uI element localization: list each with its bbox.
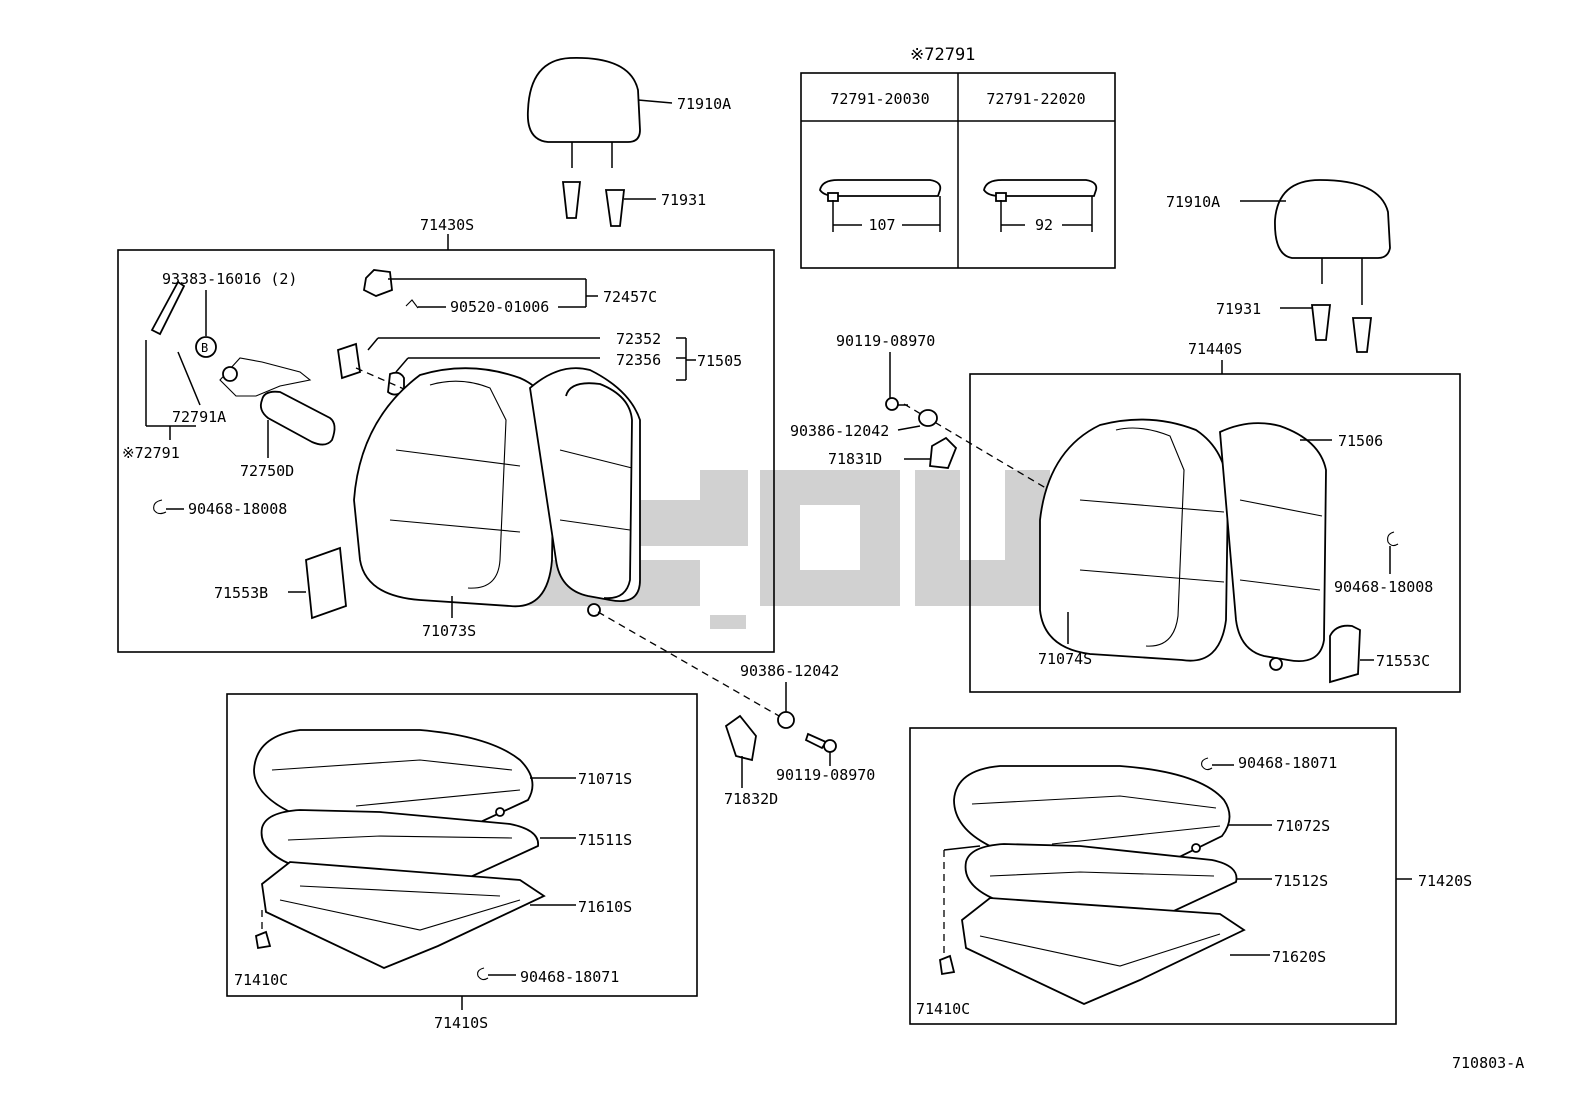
headrest-left: 71910A xyxy=(526,57,731,168)
label-72750d: 72750D xyxy=(240,462,294,480)
label-clip-lower-right: 90468-18071 xyxy=(1238,754,1337,772)
label-bush-upper: 90386-12042 xyxy=(790,422,889,440)
label-headrest-right: 71910A xyxy=(1166,193,1220,211)
label-support-left: 71931 xyxy=(661,191,706,209)
label-72352: 72352 xyxy=(616,330,661,348)
label-71620s: 71620S xyxy=(1272,948,1326,966)
label-72457c: 72457C xyxy=(603,288,657,306)
label-71610s: 71610S xyxy=(578,898,632,916)
label-bolt-b: 93383-16016 (2) xyxy=(162,270,297,288)
label-note-72791: ※72791 xyxy=(122,444,180,462)
label-71512s: 71512S xyxy=(1274,872,1328,890)
label-71832d: 71832D xyxy=(724,790,778,808)
back-left-assembly: 71430S 93383-16016 (2) B 72791A ※72791 7… xyxy=(117,216,775,653)
label-bush-lower: 90386-12042 xyxy=(740,662,839,680)
label-71410c-left: 71410C xyxy=(234,971,288,989)
b-mark: B xyxy=(201,341,208,355)
label-90520: 90520-01006 xyxy=(450,298,549,316)
cushion-left-assembly: 71071S 71511S 71610S 71410C 90468-18071 … xyxy=(226,693,698,1032)
upper-hardware: 90119-08970 90386-12042 71831D xyxy=(790,332,958,469)
label-support-right: 71931 xyxy=(1216,300,1261,318)
label-71553c: 71553C xyxy=(1376,652,1430,670)
support-left: 71931 xyxy=(561,181,706,227)
lower-hardware: 90386-12042 71832D 90119-08970 xyxy=(724,662,875,808)
back-right-assembly: 71440S 71506 90468-18008 71074S 71553C xyxy=(969,340,1461,693)
support-right: 71931 xyxy=(1216,300,1373,353)
label-clip-left-back: 90468-18008 xyxy=(188,500,287,518)
label-clip-lower-left: 90468-18071 xyxy=(520,968,619,986)
label-71506: 71506 xyxy=(1338,432,1383,450)
armrest-length-2: 92 xyxy=(1035,216,1053,234)
label-back-right-assy: 71440S xyxy=(1188,340,1242,358)
label-71074s: 71074S xyxy=(1038,650,1092,668)
label-cushion-right-assy: 71420S xyxy=(1418,872,1472,890)
armrest-table: ※72791 72791-20030 72791-22020 107 92 xyxy=(800,45,1116,269)
label-72356: 72356 xyxy=(616,351,661,369)
label-clip-right-back: 90468-18008 xyxy=(1334,578,1433,596)
headrest-right: 71910A xyxy=(1166,179,1391,305)
armrest-col-2: 72791-22020 xyxy=(986,90,1085,108)
label-71410c-right: 71410C xyxy=(916,1000,970,1018)
label-71553b: 71553B xyxy=(214,584,268,602)
label-71071s: 71071S xyxy=(578,770,632,788)
label-71073s: 71073S xyxy=(422,622,476,640)
label-cushion-left-assy: 71410S xyxy=(434,1014,488,1032)
diagram-id: 710803-A xyxy=(1452,1054,1524,1072)
label-71072s: 71072S xyxy=(1276,817,1330,835)
cushion-right-assembly: 90468-18071 71072S 71512S 71620S 71410C … xyxy=(909,727,1472,1025)
label-bolt-lower: 90119-08970 xyxy=(776,766,875,784)
label-back-left-assy: 71430S xyxy=(420,216,474,234)
label-71831d: 71831D xyxy=(828,450,882,468)
label-71505: 71505 xyxy=(697,352,742,370)
label-71511s: 71511S xyxy=(578,831,632,849)
armrest-col-1: 72791-20030 xyxy=(830,90,929,108)
label-headrest-left: 71910A xyxy=(677,95,731,113)
armrest-table-title: ※72791 xyxy=(910,45,975,65)
label-bolt-upper: 90119-08970 xyxy=(836,332,935,350)
label-72791a: 72791A xyxy=(172,408,226,426)
armrest-length-1: 107 xyxy=(868,216,895,234)
